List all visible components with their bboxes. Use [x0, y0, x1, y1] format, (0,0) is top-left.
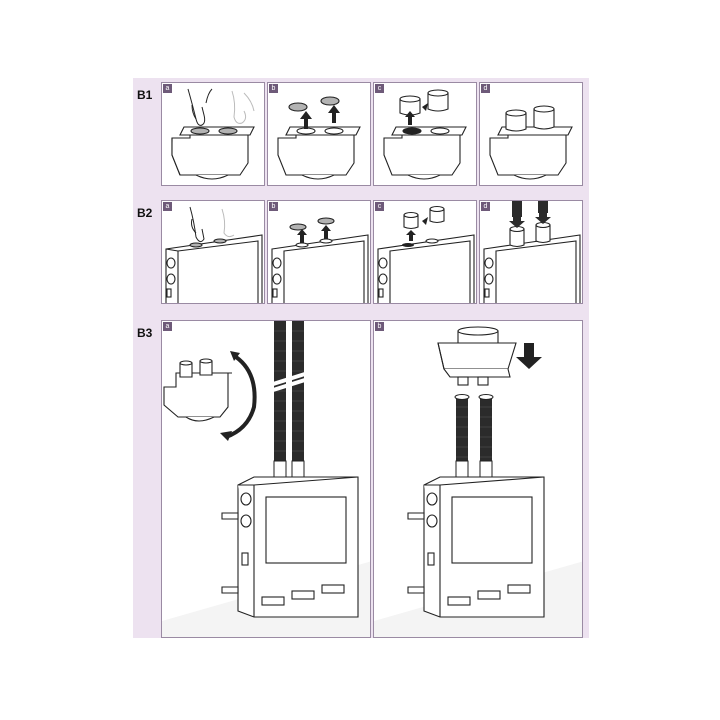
panel-tag: d	[481, 84, 490, 93]
panel-b2-a: a	[161, 200, 265, 304]
step-b1-d-illustration	[489, 105, 573, 180]
step-b2-b-illustration	[271, 217, 369, 303]
step-b3-b-illustration	[374, 326, 582, 637]
row-label-b2: B2	[137, 206, 153, 220]
step-b2-c-illustration	[377, 205, 475, 303]
panel-tag: c	[375, 202, 384, 211]
panel-b3-b: b	[373, 320, 583, 638]
panel-tag: b	[269, 202, 278, 211]
panel-tag: b	[269, 84, 278, 93]
row-label-b1: B1	[137, 88, 153, 102]
panel-b3-a: a	[161, 320, 371, 638]
instruction-sheet: B1 a b	[133, 78, 589, 638]
panel-b2-d: d	[479, 200, 583, 304]
step-b1-c-illustration	[383, 89, 467, 180]
step-b1-a-illustration	[171, 88, 255, 180]
step-b2-d-illustration	[483, 201, 581, 303]
step-b3-a-illustration	[162, 321, 370, 637]
panel-tag: b	[375, 322, 384, 331]
panel-b2-c: c	[373, 200, 477, 304]
panel-b1-a: a	[161, 82, 265, 186]
panel-b1-c: c	[373, 82, 477, 186]
row-label-b3: B3	[137, 326, 153, 340]
panel-tag: a	[163, 202, 172, 211]
panel-b1-d: d	[479, 82, 583, 186]
panel-b2-b: b	[267, 200, 371, 304]
step-b2-a-illustration	[165, 206, 263, 303]
panel-b1-b: b	[267, 82, 371, 186]
step-b1-b-illustration	[277, 96, 361, 180]
panel-tag: a	[163, 322, 172, 331]
panel-tag: c	[375, 84, 384, 93]
panel-tag: d	[481, 202, 490, 211]
panel-tag: a	[163, 84, 172, 93]
